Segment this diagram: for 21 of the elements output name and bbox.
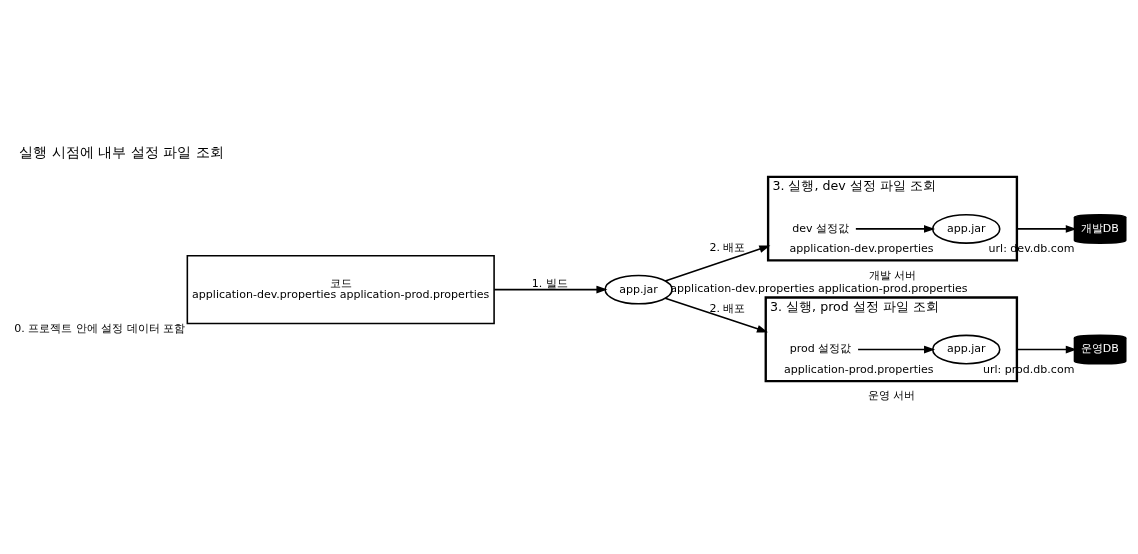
node-label: application-prod.properties xyxy=(783,362,934,376)
arrow xyxy=(1016,225,1077,233)
arrow xyxy=(664,297,768,333)
edge-label: 1. 빌드 xyxy=(531,276,568,290)
arrow xyxy=(493,285,608,294)
arrow xyxy=(857,345,936,354)
node-text: prod 설정값 xyxy=(789,342,852,356)
arrow xyxy=(1016,345,1077,354)
node-box: 코드 application-dev.properties application-prod.properties xyxy=(186,254,495,325)
node-label: application-dev.properties xyxy=(789,241,934,255)
node-label: 0. 프로젝트 안에 설정 데이터 포함 xyxy=(14,322,186,336)
node-label: 개발 서버 xyxy=(868,268,917,282)
edge-label: 2. 배포 xyxy=(709,301,746,315)
arrow xyxy=(855,225,936,233)
node-label: 운영 서버 xyxy=(867,389,916,403)
node-text: dev 설정값 xyxy=(792,221,849,235)
diagram-title: 실행 시점에 내부 설정 파일 조회 xyxy=(19,143,224,160)
arrow xyxy=(664,245,771,282)
node-ellipse: app.jar xyxy=(931,213,1001,244)
edge-label: 2. 배포 xyxy=(709,241,746,255)
node-ellipse: app.jar xyxy=(931,334,1001,365)
